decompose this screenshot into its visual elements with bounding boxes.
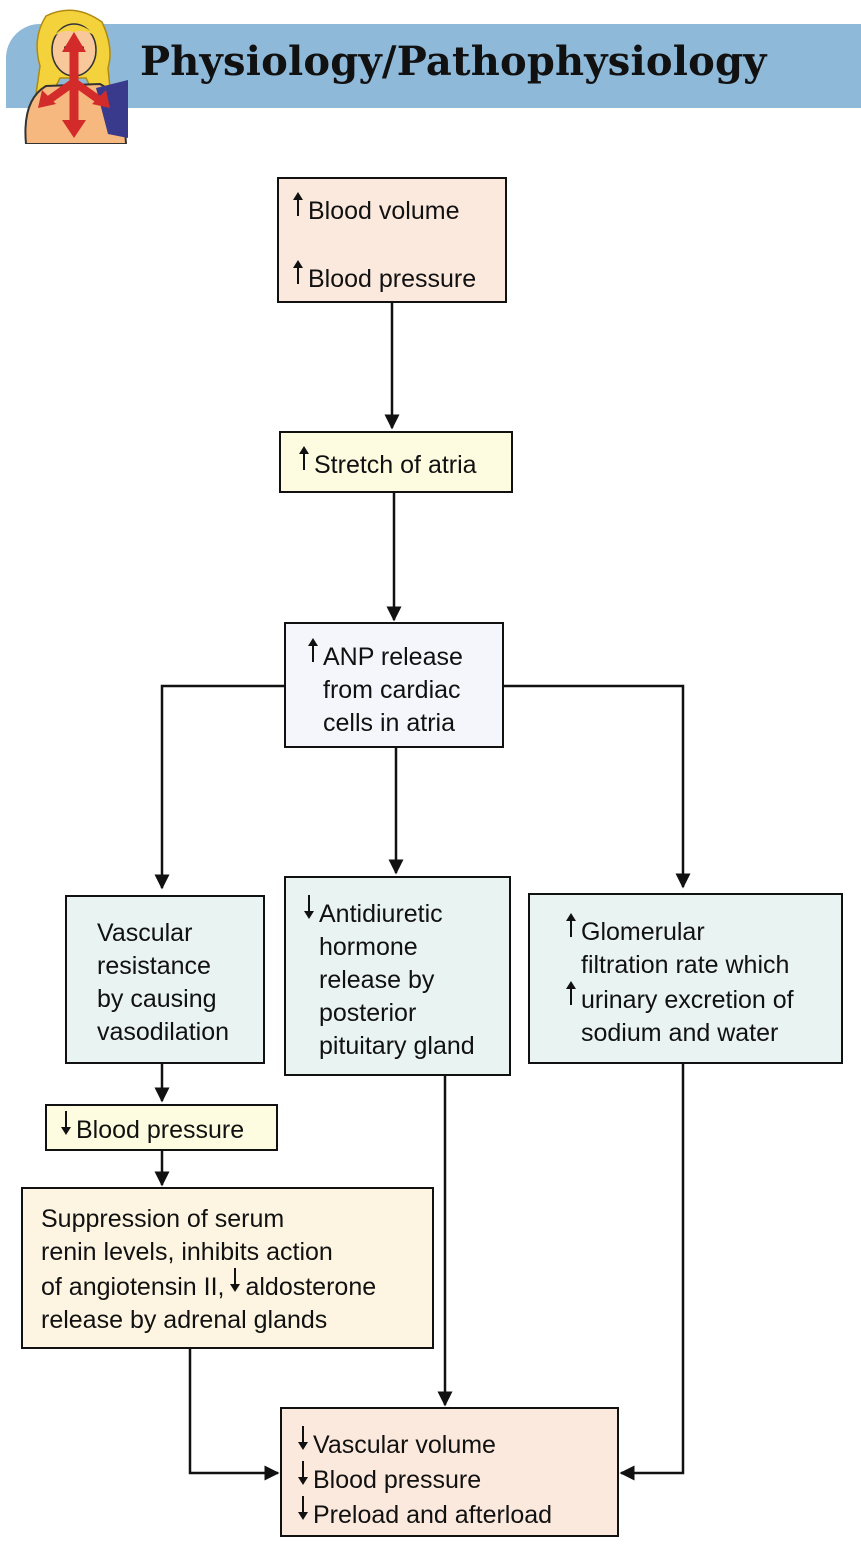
up-arrow-icon: [306, 637, 320, 663]
person-with-arrows-icon: [24, 9, 128, 144]
up-arrow-icon: [291, 259, 305, 285]
node-glomerular-filtration: Glomerular filtration rate which urinary…: [528, 893, 843, 1064]
header-banner: [6, 24, 861, 108]
node-text: urinary excretion of: [581, 986, 794, 1014]
up-arrow-icon: [564, 912, 578, 938]
node-text: release by adrenal glands: [41, 1306, 328, 1334]
node-text: Blood pressure: [313, 1466, 482, 1494]
node-blood-pressure-decrease: Blood pressure: [45, 1104, 278, 1151]
node-text: posterior: [319, 999, 417, 1027]
node-text: ANP release: [323, 643, 463, 671]
node-result: Vascular volume Blood pressure Preload a…: [280, 1407, 619, 1537]
down-arrow-icon: [228, 1267, 242, 1293]
node-renin-suppression: Suppression of serum renin levels, inhib…: [21, 1187, 434, 1349]
down-arrow-icon: [59, 1110, 73, 1136]
node-text: hormone: [319, 933, 418, 961]
node-text: filtration rate which: [581, 951, 790, 979]
node-text: cells in atria: [323, 709, 455, 737]
node-text: Vascular volume: [313, 1431, 496, 1459]
node-text: Antidiuretic: [319, 900, 443, 928]
node-text: Glomerular: [581, 918, 705, 946]
up-arrow-icon: [564, 980, 578, 1006]
node-text: sodium and water: [581, 1019, 779, 1047]
node-text: vasodilation: [97, 1018, 230, 1046]
node-text: renin levels, inhibits action: [41, 1238, 333, 1266]
arrow-anp-to-gfr: [503, 684, 691, 889]
up-arrow-icon: [297, 445, 311, 471]
arrow-renin-to-result: [188, 1348, 280, 1481]
node-text: from cardiac: [323, 676, 461, 704]
node-text: release by: [319, 966, 435, 994]
down-arrow-icon: [296, 1425, 310, 1451]
node-vascular-resistance: Vascular resistance by causing vasodilat…: [65, 895, 265, 1064]
node-text: by causing: [97, 985, 217, 1013]
node-text: Vascular: [97, 919, 193, 947]
arrow-gfr-to-result: [619, 1063, 685, 1481]
node-text: Stretch of atria: [314, 451, 477, 479]
node-stretch-of-atria: Stretch of atria: [279, 431, 513, 493]
node-text: Blood pressure: [76, 1116, 245, 1144]
node-text: Blood volume: [308, 197, 460, 225]
node-anp-release: ANP release from cardiac cells in atria: [284, 622, 504, 748]
arrow-anp-to-vascular: [154, 684, 286, 890]
node-text: Blood pressure: [308, 265, 477, 293]
down-arrow-icon: [296, 1495, 310, 1521]
up-arrow-icon: [291, 191, 305, 217]
down-arrow-icon: [302, 894, 316, 920]
node-text: of angiotensin II,: [41, 1273, 225, 1301]
node-blood-volume: Blood volume Blood pressure: [277, 177, 507, 303]
node-text: resistance: [97, 952, 211, 980]
node-text: aldosterone: [245, 1273, 377, 1301]
node-text: Suppression of serum: [41, 1205, 285, 1233]
node-text: Preload and afterload: [313, 1501, 553, 1529]
node-text: pituitary gland: [319, 1032, 475, 1060]
down-arrow-icon: [296, 1460, 310, 1486]
page-title: Physiology/Pathophysiology: [140, 38, 767, 85]
node-antidiuretic-hormone: Antidiuretic hormone release by posterio…: [284, 876, 511, 1076]
